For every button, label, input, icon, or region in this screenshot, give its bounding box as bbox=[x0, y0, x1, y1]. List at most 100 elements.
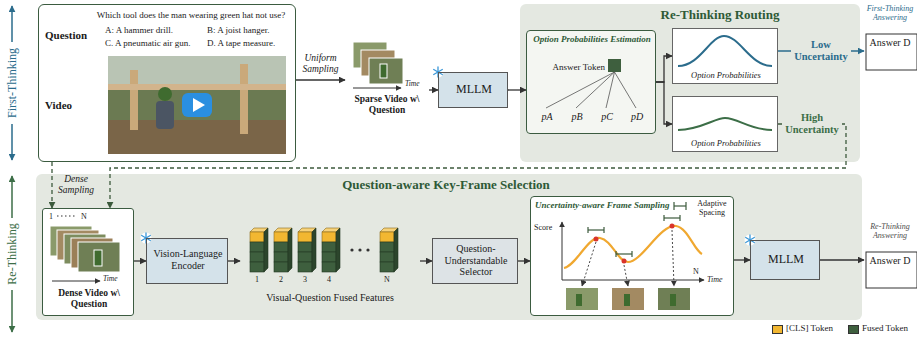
box-text: Question-aware Key-Frame Selection bbox=[236, 178, 656, 193]
box-text: B: A joist hanger. bbox=[207, 25, 293, 35]
token-stack bbox=[298, 228, 316, 272]
connector-arrow bbox=[508, 89, 526, 90]
edge-label: Dense Sampling bbox=[55, 174, 97, 196]
edge-label: High Uncertainty bbox=[782, 112, 842, 136]
video-thumbnail bbox=[108, 56, 286, 154]
box-text: MLLM bbox=[439, 83, 509, 97]
box-text: N bbox=[691, 267, 701, 276]
score-plot bbox=[624, 265, 628, 286]
score-plot bbox=[562, 202, 704, 310]
answer-token bbox=[546, 72, 615, 108]
background-fills bbox=[866, 252, 917, 288]
box-text: Adaptive Spacing bbox=[691, 199, 733, 217]
video-frame bbox=[369, 58, 403, 84]
box-text: 1 bbox=[249, 275, 265, 284]
score-plot bbox=[615, 251, 616, 257]
box-text: MLLM bbox=[751, 253, 821, 267]
box-text: Answer D bbox=[869, 255, 911, 267]
score-plot bbox=[631, 251, 632, 257]
score-plot bbox=[674, 205, 686, 206]
video-frame bbox=[353, 42, 403, 84]
token-stack bbox=[322, 228, 340, 272]
box-text: Time bbox=[103, 275, 131, 284]
stage-axis bbox=[11, 124, 13, 160]
token-stack bbox=[380, 228, 398, 272]
legend-swatch bbox=[848, 325, 859, 334]
box-text: Uncertainty-aware Frame Sampling bbox=[535, 200, 689, 210]
mllm-box: MLLM bbox=[750, 240, 820, 280]
score-plot bbox=[622, 259, 627, 264]
flat-curve bbox=[678, 118, 772, 130]
background-fills bbox=[42, 208, 134, 316]
score-plot bbox=[582, 230, 674, 286]
video-thumbnail bbox=[193, 98, 205, 112]
selection-panel: Question-aware Key-Frame Selection1NTime… bbox=[36, 174, 862, 320]
score-plot bbox=[564, 226, 702, 268]
answer-token bbox=[546, 72, 636, 108]
score-plot bbox=[594, 237, 599, 242]
legend-text: [CLS] Token bbox=[786, 323, 844, 333]
box-text: Answer D bbox=[869, 37, 911, 49]
connector-arrow bbox=[656, 82, 672, 124]
score-plot bbox=[664, 217, 680, 218]
box-text: Option Probabilities bbox=[673, 71, 779, 81]
box-text: Video bbox=[45, 99, 95, 112]
score-plot bbox=[588, 202, 686, 257]
sparse-video: TimeSparse Video w\ Question bbox=[345, 40, 429, 120]
stage-axis bbox=[11, 290, 13, 332]
box-text: N bbox=[379, 275, 395, 284]
selector-box: Question-Understandable Selector bbox=[432, 238, 518, 284]
connector-arrow bbox=[51, 162, 52, 208]
score-plot bbox=[603, 227, 604, 233]
video-thumbnail bbox=[156, 101, 174, 129]
score-plot bbox=[588, 229, 604, 230]
token-stack bbox=[358, 248, 361, 251]
index-dots bbox=[57, 215, 76, 216]
video-frame bbox=[50, 226, 120, 272]
score-plot bbox=[663, 215, 664, 221]
connector-arrow bbox=[656, 56, 672, 82]
token-stack bbox=[250, 228, 268, 272]
legend-text: Fused Token bbox=[862, 323, 914, 333]
answer-token bbox=[606, 72, 615, 108]
token-stack bbox=[250, 228, 398, 272]
answer-token bbox=[615, 72, 637, 108]
token-stack bbox=[350, 248, 353, 251]
box-text: 3 bbox=[297, 275, 313, 284]
background-fills bbox=[146, 238, 228, 284]
probability-plot: Option Probabilities bbox=[672, 96, 778, 152]
answer-token bbox=[576, 72, 615, 108]
connector-arrow bbox=[134, 260, 146, 261]
connector-arrow bbox=[429, 89, 438, 90]
background-fills bbox=[520, 4, 860, 162]
video-thumbnail bbox=[108, 56, 286, 154]
score-plot bbox=[658, 288, 690, 310]
score-plot bbox=[587, 227, 588, 233]
box-text: Which tool does the man wearing green ha… bbox=[89, 10, 293, 20]
answer-token bbox=[608, 59, 621, 72]
frozen-icon bbox=[141, 67, 756, 246]
background-fills bbox=[750, 240, 820, 280]
box-text: pC bbox=[597, 111, 617, 123]
connector-arrow bbox=[110, 124, 846, 208]
encoder-box: Vision-Language Encoder bbox=[146, 238, 228, 284]
box-text: Time bbox=[405, 80, 429, 89]
score-plot bbox=[566, 288, 598, 310]
box-text: 1 bbox=[47, 212, 55, 221]
box-text: Re-Thinking Answering bbox=[865, 222, 915, 240]
box-text: First-Thinking Answering bbox=[865, 4, 915, 22]
score-plot bbox=[679, 215, 680, 221]
box-text: Sparse Video w\ Question bbox=[345, 94, 429, 116]
score-plot bbox=[685, 202, 686, 210]
background-fills bbox=[526, 30, 656, 134]
score-plot bbox=[576, 294, 582, 306]
score-plot bbox=[673, 202, 674, 210]
mllm-box: MLLM bbox=[438, 72, 508, 108]
edge-label: Uniform Sampling bbox=[298, 53, 344, 75]
box-text: pD bbox=[627, 111, 647, 123]
box-text: Visual-Question Fused Features bbox=[240, 292, 420, 304]
score-plot bbox=[616, 253, 632, 254]
token-stack bbox=[366, 248, 369, 251]
stage-label: Re-Thinking bbox=[4, 204, 20, 304]
background-fills bbox=[432, 238, 518, 284]
